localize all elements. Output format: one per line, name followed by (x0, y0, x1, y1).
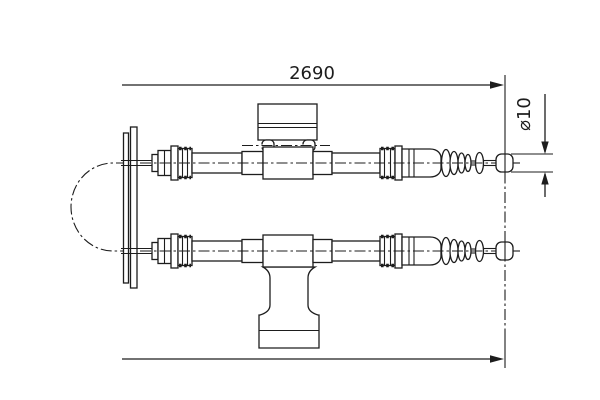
length-dimension-label: 2690 (289, 63, 335, 84)
mounting-plate-front (122, 132, 130, 284)
arrowhead-down (541, 141, 549, 154)
arrowhead-up (541, 172, 549, 185)
length-dimension: 2690 (122, 63, 504, 89)
diameter-dimension: ⌀10 (511, 94, 553, 197)
mounting-plates (122, 126, 138, 289)
lower-cable (121, 233, 497, 349)
upper-guide-bracket (242, 103, 330, 152)
cable-end-nipple-lower (495, 241, 520, 261)
t-bracket (258, 266, 320, 349)
cable-loop (68, 160, 127, 254)
upper-cable (121, 145, 497, 181)
cable-end-nipple-upper (495, 153, 520, 173)
arrowhead-right (490, 81, 504, 89)
mounting-plate-rear (129, 126, 138, 289)
length-dimension-bottom (122, 355, 504, 363)
arrowhead-right (490, 355, 504, 363)
diameter-dimension-label: ⌀10 (514, 97, 535, 131)
